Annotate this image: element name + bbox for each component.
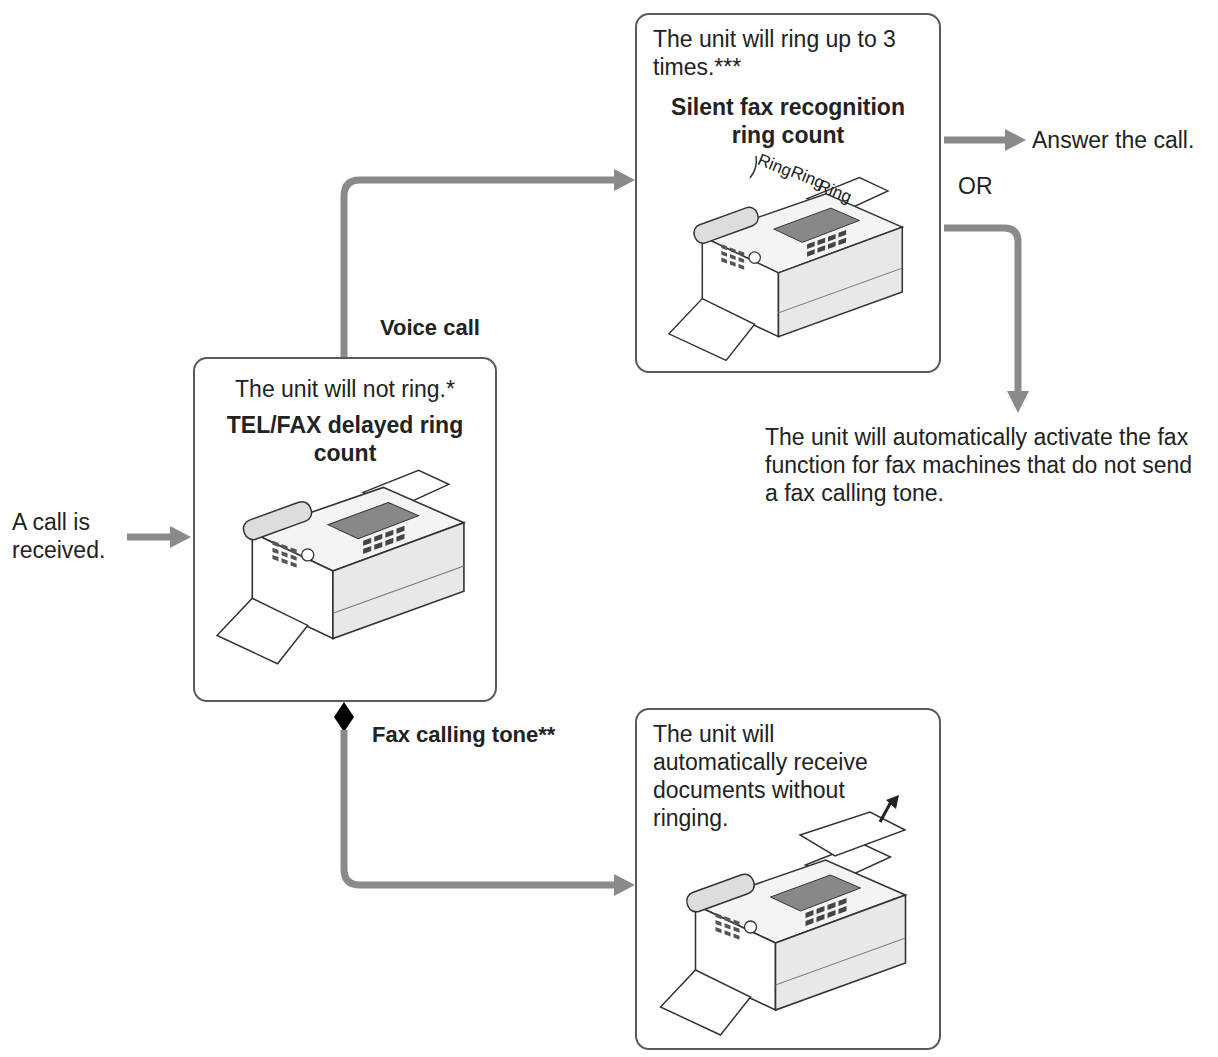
note-text: Answer the call.	[1032, 126, 1218, 154]
arrow-head	[614, 169, 635, 191]
tail-diamond	[334, 702, 354, 732]
arrow-head	[1005, 129, 1026, 151]
connector-line	[344, 730, 616, 885]
note-text: The unit will automatically activate the…	[765, 423, 1210, 507]
box-heading: TEL/FAX delayed ring count	[225, 411, 465, 467]
arrow-head	[1007, 391, 1029, 413]
wire	[944, 137, 1008, 144]
note-text: OR	[958, 172, 1018, 200]
paper-sheet	[800, 812, 905, 856]
box-text: The unit will automatically receive docu…	[653, 720, 913, 832]
box-heading: Silent fax recognition ring count	[657, 93, 919, 149]
paper-out-arrow-head	[886, 795, 899, 809]
process-box: The unit will ring up to 3 times.*** Sile…	[635, 13, 941, 373]
flow-connector	[334, 702, 635, 896]
arrow-head	[170, 526, 191, 548]
flow-connector	[344, 169, 635, 357]
process-box: The unit will automatically receive docu…	[635, 708, 941, 1050]
process-box: The unit will not ring.* TEL/FAX delayed …	[193, 357, 497, 702]
fax-machine-illustration	[217, 470, 464, 663]
box-text: The unit will not ring.*	[195, 375, 495, 403]
arrow-head	[614, 874, 635, 896]
edge-label: Voice call	[380, 315, 480, 341]
note-text: A call is received.	[12, 508, 127, 564]
box-text: The unit will ring up to 3 times.***	[653, 25, 933, 81]
fax-machine-illustration	[661, 843, 906, 1035]
wire	[127, 534, 172, 541]
connector-line	[344, 180, 616, 357]
fax-machine-illustration	[669, 178, 902, 361]
wire	[944, 228, 1018, 393]
edge-label: Fax calling tone**	[372, 722, 555, 748]
